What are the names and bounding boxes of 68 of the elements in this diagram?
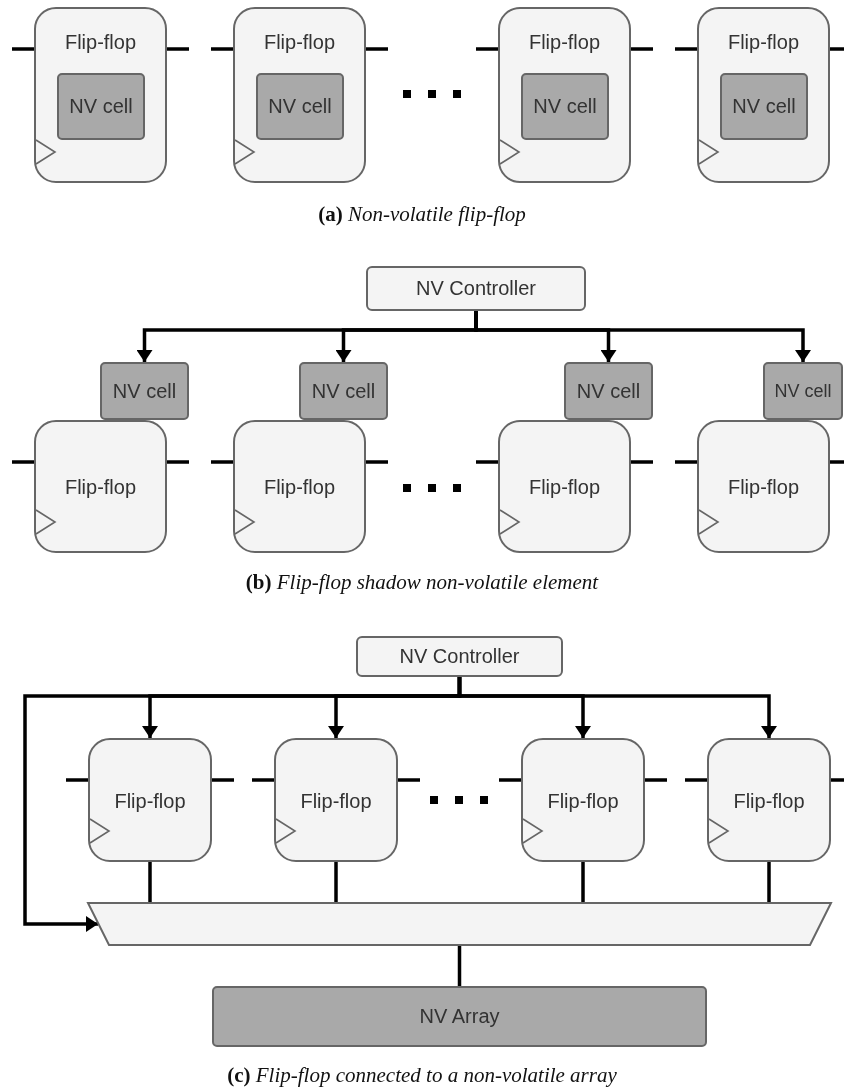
pin-line [398, 778, 420, 782]
block-label: Flip-flop [732, 790, 806, 813]
pin-line [675, 460, 697, 464]
block-label: Flip-flop [262, 31, 337, 54]
pin-line [831, 778, 844, 782]
nv-cell-box: NV cell [57, 73, 145, 140]
figure-caption: (c) Flip-flop connected to a non-volatile array [227, 1063, 617, 1087]
connector-line [334, 862, 338, 903]
flip-flop-block [274, 738, 398, 862]
pin-line [66, 778, 88, 782]
controller-box: NV Controller [366, 266, 586, 311]
figure-caption: (b) Flip-flop shadow non-volatile element [245, 570, 599, 594]
pin-line [830, 460, 844, 464]
nv-array-box: NV Array [212, 986, 707, 1047]
nv-cell-box: NV cell [564, 362, 653, 420]
block-label: Flip-flop [527, 476, 602, 499]
block-label: Flip-flop [113, 790, 187, 813]
block-label: Flip-flop [546, 790, 620, 813]
nv-cell-box: NV cell [100, 362, 189, 420]
arrow [23, 677, 462, 932]
pin-line [830, 47, 844, 51]
flip-flop-block [34, 7, 167, 183]
flip-flop-block [498, 7, 631, 183]
pin-line [685, 778, 707, 782]
flip-flop-block [233, 420, 366, 553]
flip-flop-block [697, 420, 830, 553]
pin-line [12, 47, 34, 51]
connector-line [457, 945, 462, 986]
pin-line [366, 460, 388, 464]
pin-line [366, 47, 388, 51]
pin-line [212, 778, 234, 782]
pin-line [252, 778, 274, 782]
connector-line [148, 862, 152, 903]
connector-line [581, 862, 585, 903]
pin-line [675, 47, 697, 51]
pin-line [476, 460, 498, 464]
controller-box: NV Controller [356, 636, 563, 677]
block-label: Flip-flop [527, 31, 602, 54]
flip-flop-block [233, 7, 366, 183]
block-label: Flip-flop [726, 31, 801, 54]
nv-cell-box: NV cell [720, 73, 808, 140]
pin-line [499, 778, 521, 782]
pin-line [476, 47, 498, 51]
block-label: Flip-flop [63, 476, 138, 499]
block-label: Flip-flop [726, 476, 801, 499]
nv-cell-box: NV cell [299, 362, 388, 420]
flip-flop-block [34, 420, 167, 553]
block-label: Flip-flop [262, 476, 337, 499]
pin-line [211, 47, 233, 51]
pin-line [167, 460, 189, 464]
pin-line [645, 778, 667, 782]
connector-line [767, 862, 771, 903]
nv-cell-box: NV cell [256, 73, 344, 140]
block-label: Flip-flop [63, 31, 138, 54]
pin-line [167, 47, 189, 51]
pin-line [211, 460, 233, 464]
nv-cell-box: NV cell [521, 73, 609, 140]
pin-line [12, 460, 34, 464]
flip-flop-block [88, 738, 212, 862]
flip-flop-block [521, 738, 645, 862]
flip-flop-block [498, 420, 631, 553]
nv-cell-box: NV cell [763, 362, 843, 420]
pin-line [631, 460, 653, 464]
flip-flop-block [697, 7, 830, 183]
figure-caption: (a) Non-volatile flip-flop [318, 202, 526, 226]
flip-flop-block [707, 738, 831, 862]
pin-line [631, 47, 653, 51]
block-label: Flip-flop [299, 790, 373, 813]
